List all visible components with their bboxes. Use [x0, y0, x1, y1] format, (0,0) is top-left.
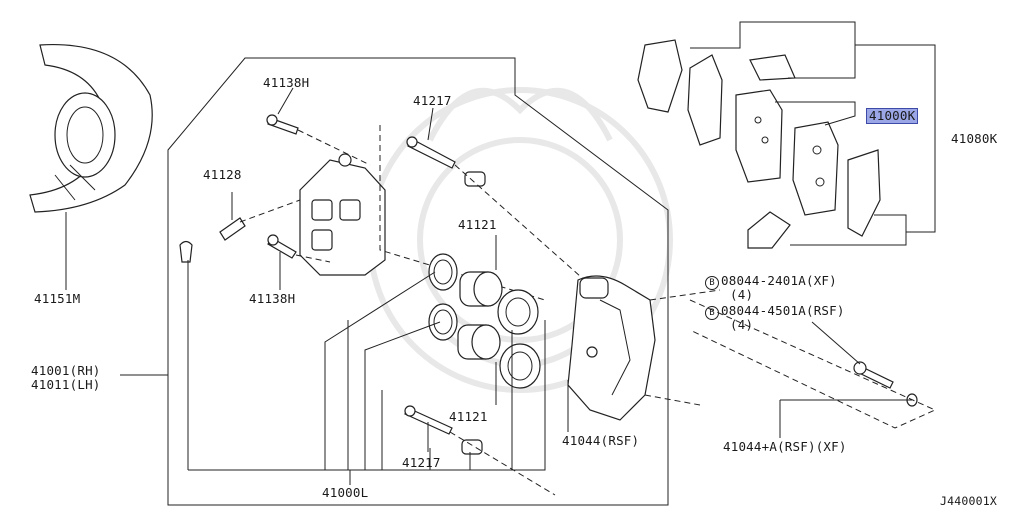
callout-41000l[interactable]: 41000L — [322, 485, 369, 500]
guide-pin-drawing — [404, 107, 456, 452]
diagram-code: J440001X — [940, 494, 997, 508]
callout-41138h-top[interactable]: 41138H — [263, 75, 310, 90]
bolt-code-1: 08044-2401A(XF) — [721, 273, 837, 288]
callout-41121-top[interactable]: 41121 — [458, 217, 497, 232]
callout-41000k-highlighted[interactable]: 41000K — [866, 108, 919, 124]
callout-41217-bottom[interactable]: 41217 — [402, 455, 441, 470]
dust-shield-drawing — [29, 43, 153, 290]
circled-b-icon: B — [705, 276, 719, 290]
callout-41151m[interactable]: 41151M — [34, 291, 81, 306]
bolt-qty-2: (4) — [730, 317, 754, 332]
circled-b-icon: B — [705, 306, 719, 320]
callout-41001-rh[interactable]: 41001(RH) — [31, 363, 101, 378]
caliper-bracket-drawing — [567, 275, 656, 432]
bolt-qty-1: (4) — [730, 287, 754, 302]
callout-41044-rsf[interactable]: 41044(RSF) — [562, 433, 640, 448]
callout-41080k[interactable]: 41080K — [951, 131, 998, 146]
mounting-bolt-drawing — [779, 321, 918, 438]
caliper-body-drawing — [299, 153, 386, 276]
callout-41121-bottom[interactable]: 41121 — [449, 409, 488, 424]
callout-41138h-mid[interactable]: 41138H — [249, 291, 296, 306]
caliper-assembly-outline — [167, 57, 669, 506]
callout-41044a[interactable]: 41044+A(RSF)(XF) — [723, 439, 847, 454]
bolt-drawing — [266, 87, 299, 290]
piston-drawing — [428, 235, 541, 405]
bolt-code-2: 08044-4501A(RSF) — [721, 303, 845, 318]
bleeder-drawing — [219, 192, 246, 241]
callout-41217-top[interactable]: 41217 — [413, 93, 452, 108]
callout-41128[interactable]: 41128 — [203, 167, 242, 182]
brake-pad-kit-drawing — [637, 21, 936, 249]
callout-41011-lh[interactable]: 41011(LH) — [31, 377, 101, 392]
